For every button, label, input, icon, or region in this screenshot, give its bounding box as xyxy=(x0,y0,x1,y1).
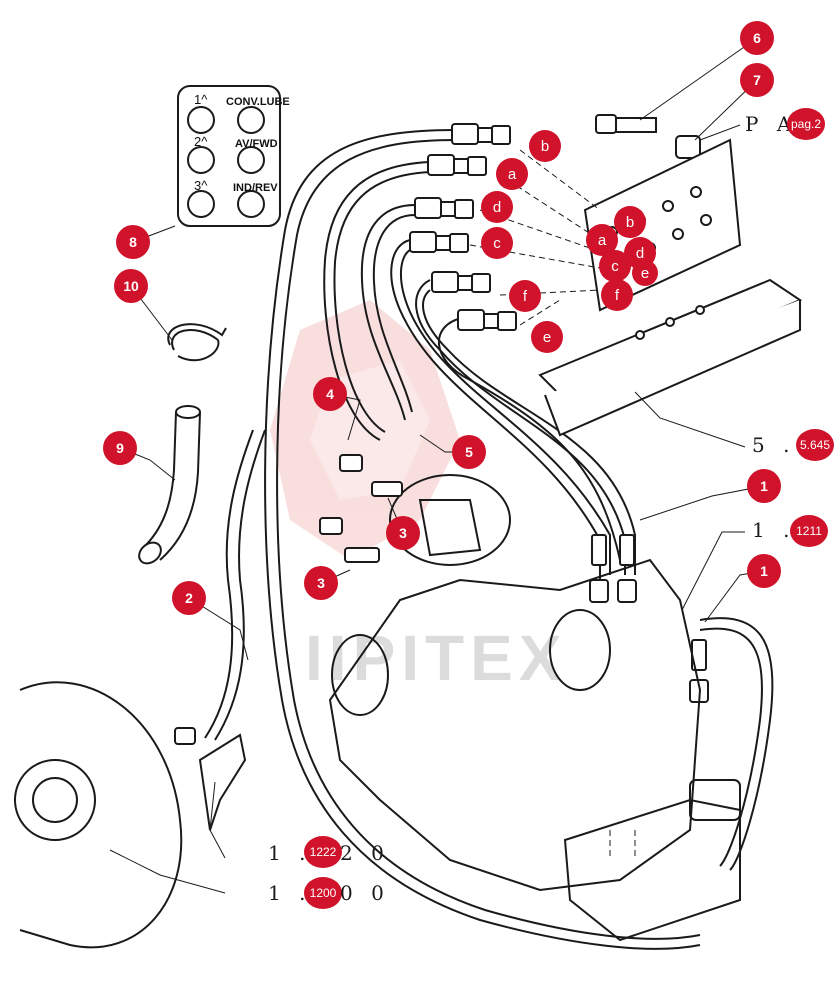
svg-text:1 .: 1 . xyxy=(268,881,311,905)
plate-letter-e: e xyxy=(632,260,658,286)
svg-text:d: d xyxy=(493,199,501,216)
svg-text:9: 9 xyxy=(116,440,124,456)
valve-plate xyxy=(538,138,803,437)
hose-fittings xyxy=(174,123,709,745)
callout-1-lower: 1 xyxy=(747,554,781,588)
hose-letter-d: d xyxy=(481,191,513,223)
svg-text:2 0: 2 0 xyxy=(340,841,390,865)
reference-5-645: 5 . 5.645 xyxy=(752,429,834,461)
reference-1-222: 1 . 1222 2 0 xyxy=(268,836,390,868)
svg-text:5 .: 5 . xyxy=(752,433,795,457)
watermark-text: IIPITEX xyxy=(305,622,568,694)
reference-1-211: 1 . 1211 xyxy=(752,515,828,547)
hose-letter-a: a xyxy=(496,158,528,190)
selector-ordinal-1: 1^ xyxy=(194,92,208,107)
callout-8: 8 xyxy=(116,225,150,259)
svg-text:5: 5 xyxy=(465,444,473,460)
svg-text:pag.2: pag.2 xyxy=(791,117,821,131)
svg-text:d: d xyxy=(636,245,644,262)
svg-text:5.645: 5.645 xyxy=(800,438,830,452)
svg-text:f: f xyxy=(615,287,620,304)
svg-text:1 .: 1 . xyxy=(752,518,795,542)
svg-text:a: a xyxy=(508,166,517,183)
callout-3-lower: 3 xyxy=(304,566,338,600)
callout-9: 9 xyxy=(103,431,137,465)
svg-text:1: 1 xyxy=(760,563,768,579)
hose-letter-c: c xyxy=(481,227,513,259)
svg-text:6: 6 xyxy=(753,30,761,46)
svg-text:0 0: 0 0 xyxy=(340,881,390,905)
hose-lines xyxy=(204,129,774,950)
quick-couplers xyxy=(595,114,701,159)
svg-text:e: e xyxy=(641,265,649,282)
callout-2: 2 xyxy=(172,581,206,615)
callout-6: 6 xyxy=(740,21,774,55)
transmission-housing xyxy=(328,474,741,942)
adapter-fittings xyxy=(319,454,403,563)
hose-clamp xyxy=(167,323,227,362)
svg-text:c: c xyxy=(493,235,501,252)
svg-text:a: a xyxy=(598,232,607,249)
svg-text:b: b xyxy=(541,138,549,155)
selector-label-av-fwd: AV/FWD xyxy=(235,138,278,150)
plate-letter-f: f xyxy=(601,279,633,311)
svg-text:10: 10 xyxy=(123,278,139,294)
callout-7: 7 xyxy=(740,63,774,97)
callout-1-upper: 1 xyxy=(747,469,781,503)
hose-letter-e: e xyxy=(531,321,563,353)
selector-panel: 1^ 2^ 3^ CONV.LUBE AV/FWD IND/REV xyxy=(177,85,290,227)
svg-text:b: b xyxy=(626,214,634,231)
svg-text:1222: 1222 xyxy=(310,845,337,859)
reference-1-200: 1 . 1200 0 0 xyxy=(268,877,390,909)
svg-text:7: 7 xyxy=(753,72,761,88)
callout-10: 10 xyxy=(114,269,148,303)
callout-3-upper: 3 xyxy=(386,516,420,550)
svg-text:c: c xyxy=(611,258,619,275)
svg-text:2: 2 xyxy=(185,590,193,606)
final-drive-housing xyxy=(14,681,247,949)
svg-text:1211: 1211 xyxy=(796,524,822,538)
svg-text:f: f xyxy=(523,288,528,305)
svg-text:1 .: 1 . xyxy=(268,841,311,865)
svg-text:1200: 1200 xyxy=(310,886,337,900)
hose-letter-b: b xyxy=(529,130,561,162)
plate-letter-a: a xyxy=(586,224,618,256)
svg-text:1: 1 xyxy=(760,478,768,494)
svg-text:4: 4 xyxy=(326,386,334,402)
selector-label-conv-lube: CONV.LUBE xyxy=(226,96,290,108)
svg-text:3: 3 xyxy=(399,525,407,541)
svg-text:e: e xyxy=(543,329,551,346)
reference-pa: P A pag.2 xyxy=(745,108,825,140)
selector-ordinal-2: 2^ xyxy=(194,134,208,149)
plate-letter-b: b xyxy=(614,206,646,238)
plate-letter-c: c xyxy=(599,250,631,282)
selector-ordinal-3: 3^ xyxy=(194,178,208,193)
svg-text:8: 8 xyxy=(129,234,137,250)
callout-5: 5 xyxy=(452,435,486,469)
selector-label-ind-rev: IND/REV xyxy=(233,182,278,194)
rubber-hose xyxy=(138,405,201,565)
svg-text:3: 3 xyxy=(317,575,325,591)
svg-text:P A: P A xyxy=(745,112,797,136)
callout-4: 4 xyxy=(313,377,347,411)
hose-letter-f: f xyxy=(509,280,541,312)
